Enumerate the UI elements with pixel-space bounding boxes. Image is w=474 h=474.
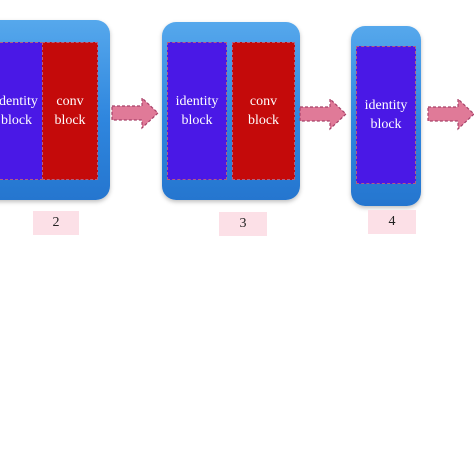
stage-3-label: 3 [219, 212, 267, 236]
identity-block-label: identity block [364, 98, 408, 132]
identity-block: identity block [0, 42, 43, 180]
stage-3-container: identity block conv block [162, 22, 300, 200]
arrow-right-icon [427, 97, 474, 131]
stage-2-label: 2 [33, 211, 79, 235]
identity-block-label: identity block [0, 94, 38, 128]
stage-4-container: identity block [351, 26, 421, 206]
identity-block: identity block [167, 42, 227, 180]
conv-block-label: conv block [247, 94, 280, 128]
identity-block-label: identity block [175, 94, 219, 128]
conv-block: conv block [232, 42, 295, 180]
identity-block: identity block [356, 46, 416, 184]
stage-4-label: 4 [368, 210, 416, 234]
arrow-right-icon [111, 96, 159, 130]
arrow-right-icon [299, 97, 347, 131]
conv-block-label: conv block [54, 94, 86, 128]
conv-block: conv block [42, 42, 98, 180]
stage-2-container: identity block conv block [0, 20, 110, 200]
